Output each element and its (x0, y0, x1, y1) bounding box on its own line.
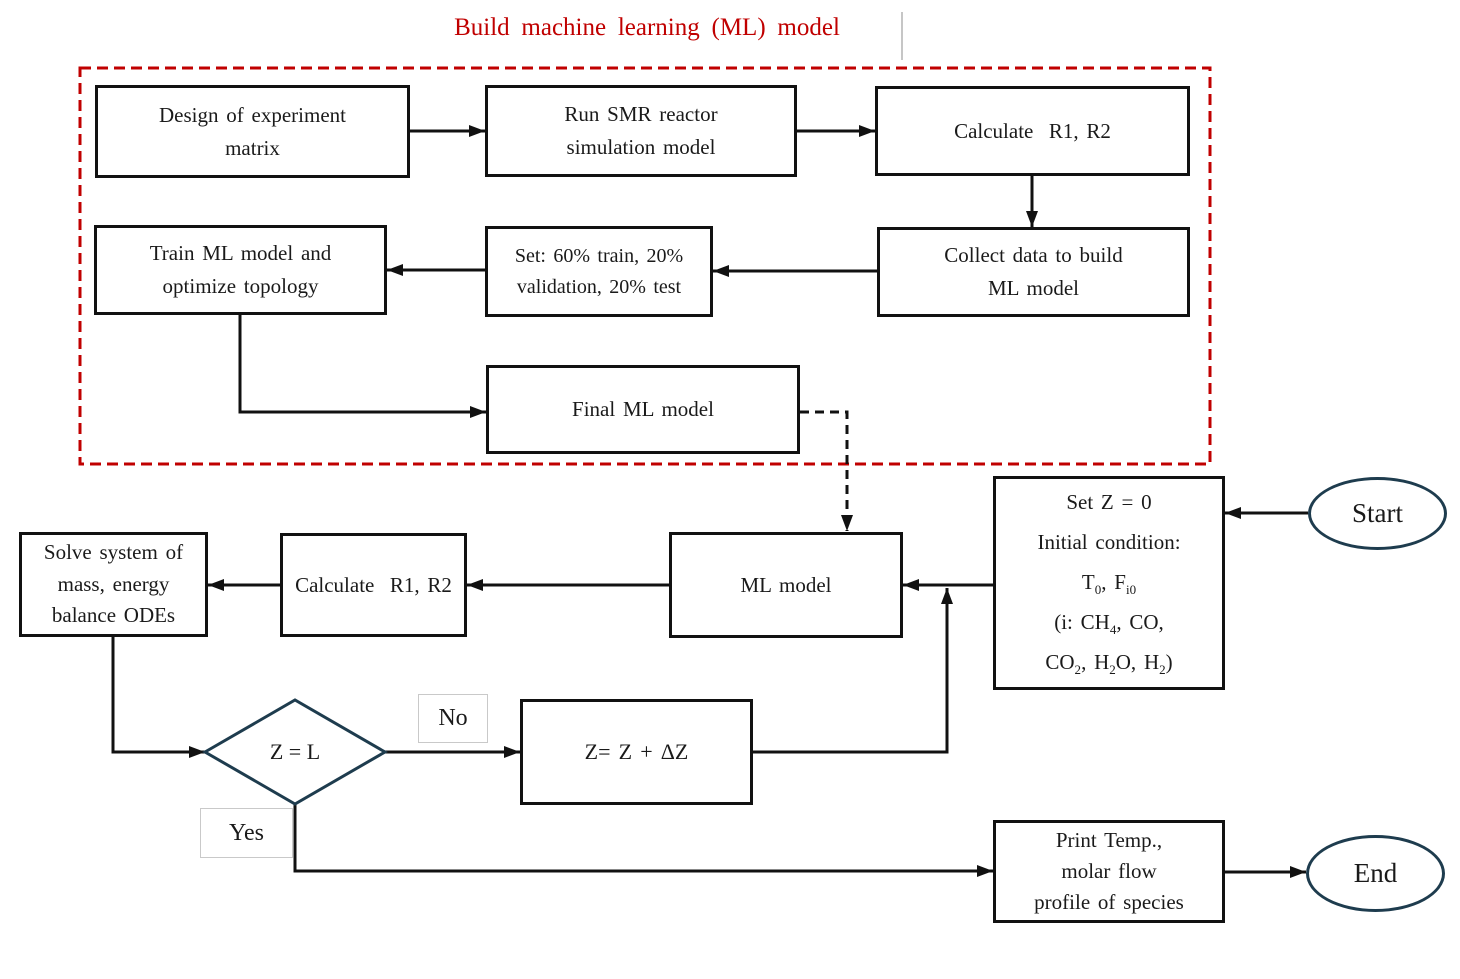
node-calculate-r1-r2-top: Calculate R1, R2 (875, 86, 1190, 176)
branch-label-yes-text: Yes (229, 819, 264, 846)
node-text-line: Design of experiment (159, 102, 346, 127)
branch-label-no: No (418, 694, 488, 743)
node-solve-odes: Solve system of mass, energy balance ODE… (19, 532, 208, 637)
node-text-line: Calculate R1, R2 (295, 572, 452, 597)
decision-diamond (202, 698, 388, 806)
terminal-end-label: End (1353, 858, 1398, 888)
node-final-ml-model: Final ML model (486, 365, 800, 454)
node-text-line: simulation model (566, 135, 716, 159)
node-text-line: Run SMR reactor (564, 102, 718, 127)
node-increment-z: Z= Z + ΔZ (520, 699, 753, 805)
terminal-start-label: Start (1352, 498, 1403, 528)
arrow-dz-feedback-up (753, 588, 953, 754)
node-text-line: Initial condition: (1037, 530, 1181, 555)
decision-z-equals-l: Z = L (205, 700, 385, 804)
node-run-smr-simulation: Run SMR reactor simulation model (485, 85, 797, 177)
node-text-line: mass, energy (57, 571, 170, 596)
node-text-line: Collect data to build (944, 243, 1123, 268)
node-train-ml-model: Train ML model and optimize topology (94, 225, 387, 315)
arrow-decision-yes-to-print (293, 804, 993, 877)
arrow-final-to-mlmodel-dashed (800, 410, 853, 531)
node-text-line: optimize topology (162, 274, 319, 298)
node-text-line: Final ML model (572, 397, 714, 422)
node-text-line: Set Z = 0 (1066, 490, 1152, 515)
node-text-line: ML model (988, 276, 1079, 300)
branch-label-yes: Yes (200, 808, 293, 858)
ml-section-dashed-region (78, 66, 1212, 466)
section-title: Build machine learning (ML) model (454, 14, 840, 41)
node-text-line: Calculate R1, R2 (954, 118, 1111, 143)
node-text-line: matrix (225, 135, 280, 160)
node-text-line: Train ML model and (149, 241, 332, 266)
node-text-line: ML model (740, 572, 832, 597)
node-text-line: CO2, H2O, H2) (1045, 649, 1173, 678)
node-text-line: molar flow (1061, 858, 1157, 883)
node-data-split: Set: 60% train, 20% validation, 20% test (485, 226, 713, 317)
branch-label-no-text: No (438, 705, 468, 731)
node-text-line: Z= Z + ΔZ (584, 738, 689, 764)
node-print-profiles: Print Temp., molar flow profile of speci… (993, 820, 1225, 923)
node-ml-model: ML model (669, 532, 903, 638)
node-text-line: Print Temp., (1055, 827, 1163, 852)
node-text-line: Solve system of (43, 540, 184, 565)
node-design-of-experiment: Design of experiment matrix (95, 85, 410, 178)
node-text-line: validation, 20% test (516, 275, 682, 298)
node-text-line: balance ODEs (51, 603, 176, 628)
decision-label: Z = L (269, 739, 321, 764)
terminal-start: Start (1308, 477, 1447, 550)
arrow-train-to-final (238, 315, 486, 418)
arrow-solve-to-decision (111, 637, 205, 758)
node-initial-condition: Set Z = 0 Initial condition: T0, Fi0 (i:… (993, 476, 1225, 690)
node-calculate-r1-r2-mid: Calculate R1, R2 (280, 533, 467, 637)
node-text-line: (i: CH4, CO, (1054, 609, 1164, 638)
node-text-line: T0, Fi0 (1081, 570, 1137, 598)
node-text-line: profile of species (1034, 890, 1184, 915)
node-text-line: Set: 60% train, 20% (514, 244, 684, 267)
node-collect-data: Collect data to build ML model (877, 227, 1190, 317)
terminal-end: End (1306, 835, 1445, 912)
